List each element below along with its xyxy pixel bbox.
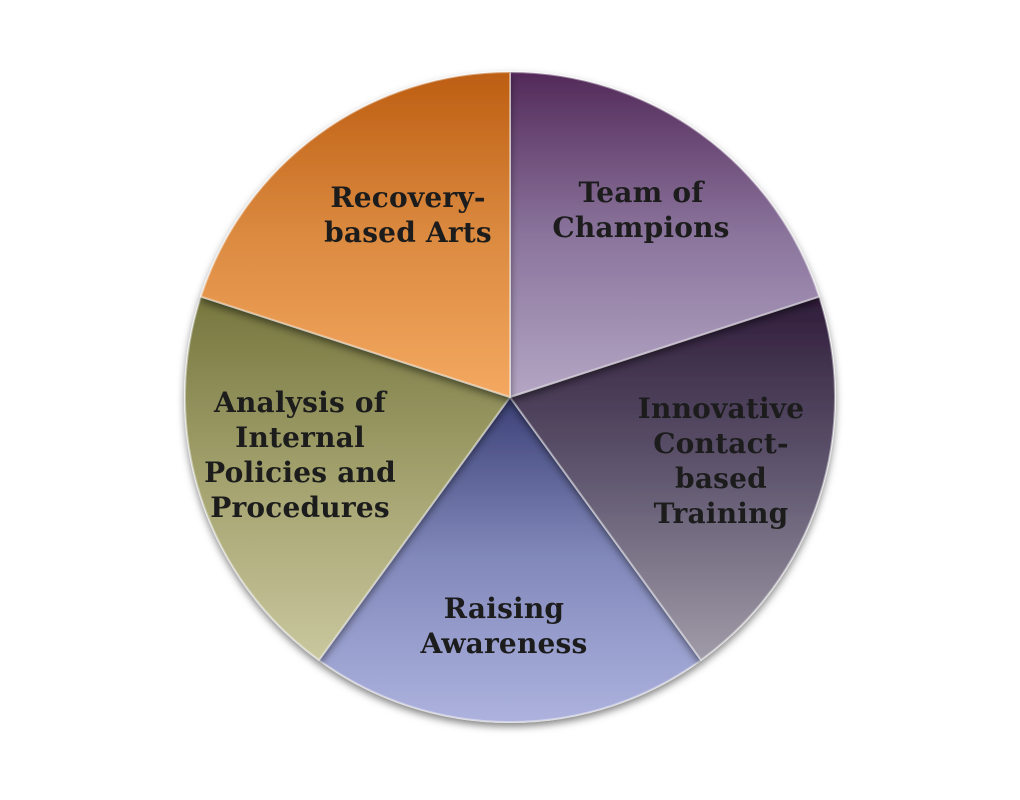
pie-slice-raising-awareness <box>317 396 703 723</box>
pie-slice-recovery-based-arts <box>199 71 511 398</box>
pie-slice-innovative-contact-based-training <box>509 295 836 661</box>
pie-slice-analysis-of-internal-policies-and-procedures <box>184 295 511 661</box>
pie-slices <box>184 71 836 723</box>
pie-slice-team-of-champions <box>509 71 821 398</box>
